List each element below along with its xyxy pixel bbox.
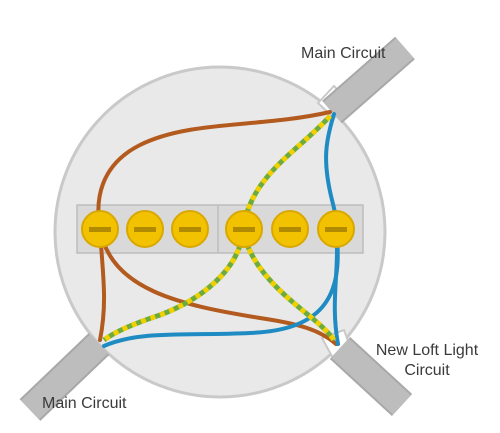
bottom-main-circuit-label: Main Circuit xyxy=(42,395,127,412)
terminal-screw-icon xyxy=(317,210,355,248)
live-wire-top xyxy=(96,110,332,230)
terminal-screw-icon xyxy=(271,210,309,248)
neutral-wire-bottom xyxy=(102,228,340,348)
terminal-screw-icon xyxy=(81,210,119,248)
loft-light-circuit-cable xyxy=(329,336,413,417)
loft-light-label-line1: New Loft Light xyxy=(375,342,479,359)
terminal-screw-icon xyxy=(171,210,209,248)
terminal-screws xyxy=(81,210,355,248)
terminal-strip xyxy=(76,204,364,254)
loft-light-circuit-label: New Loft Light Circuit xyxy=(368,341,486,381)
terminal-screw-icon xyxy=(225,210,263,248)
loft-light-label-line2: Circuit xyxy=(404,362,450,379)
terminal-screw-icon xyxy=(126,210,164,248)
top-main-circuit-label: Main Circuit xyxy=(301,45,386,62)
live-wire-loft xyxy=(98,226,338,346)
top-main-circuit-cable xyxy=(322,36,415,124)
bottom-main-circuit-cable xyxy=(19,333,110,421)
